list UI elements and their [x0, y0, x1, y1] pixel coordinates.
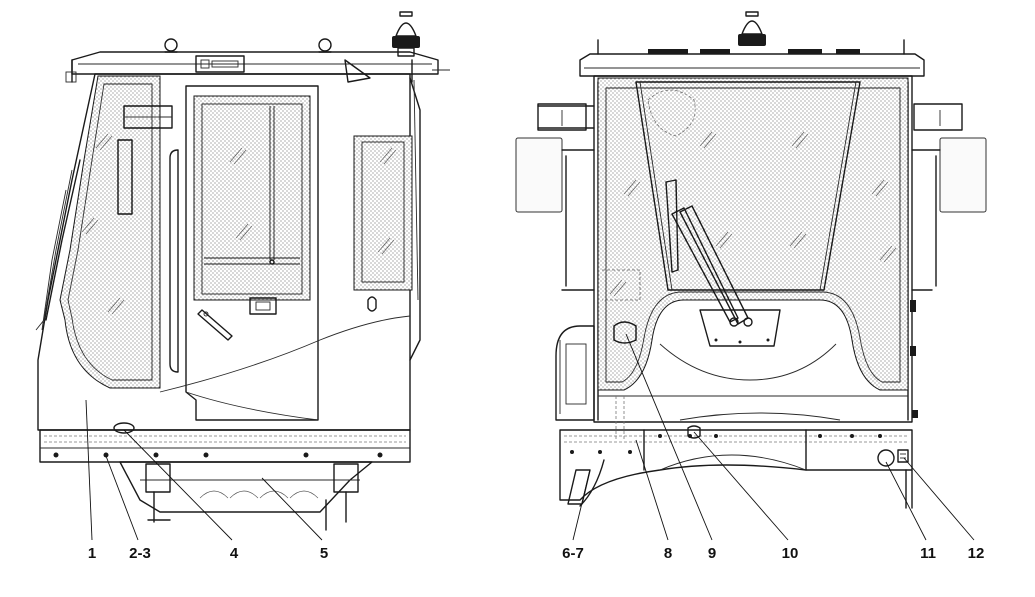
front-roof	[579, 11, 925, 77]
callout-1: 1	[88, 545, 96, 562]
leader-11	[885, 461, 927, 541]
callout-8: 8	[664, 545, 672, 562]
front-right-mirror	[911, 103, 987, 291]
front-view-cab	[515, 11, 987, 509]
front-windshield	[597, 77, 909, 391]
callout-2-3: 2-3	[129, 545, 151, 562]
leader-9	[625, 333, 713, 541]
side-door	[185, 85, 319, 421]
leader-1	[85, 399, 93, 541]
side-rear-window	[353, 135, 413, 312]
callout-11: 11	[920, 545, 936, 562]
callout-12: 12	[968, 545, 985, 562]
callout-labels: 1 2-3 4 5 6-7 8 9 10 11 12	[88, 545, 985, 562]
side-roof	[65, 11, 450, 83]
front-beacon	[738, 11, 766, 46]
leader-6-7	[572, 469, 591, 541]
callout-10: 10	[782, 545, 799, 562]
callout-9: 9	[708, 545, 716, 562]
side-base-frame	[39, 422, 411, 531]
side-front-window	[59, 75, 173, 389]
leader-5	[261, 477, 323, 541]
leader-8	[635, 439, 669, 541]
leader-2-3	[105, 455, 139, 541]
leader-lines	[85, 333, 975, 541]
callout-4: 4	[230, 545, 239, 562]
callout-5: 5	[320, 545, 328, 562]
leader-12	[903, 457, 975, 541]
front-base-frame	[559, 425, 913, 509]
leader-10	[693, 431, 789, 541]
side-beacon	[392, 11, 420, 57]
leader-4	[123, 429, 233, 541]
front-wiper	[665, 179, 781, 347]
callout-6-7: 6-7	[562, 545, 584, 562]
side-view-cab	[35, 11, 450, 531]
front-left-mirror	[515, 103, 595, 291]
